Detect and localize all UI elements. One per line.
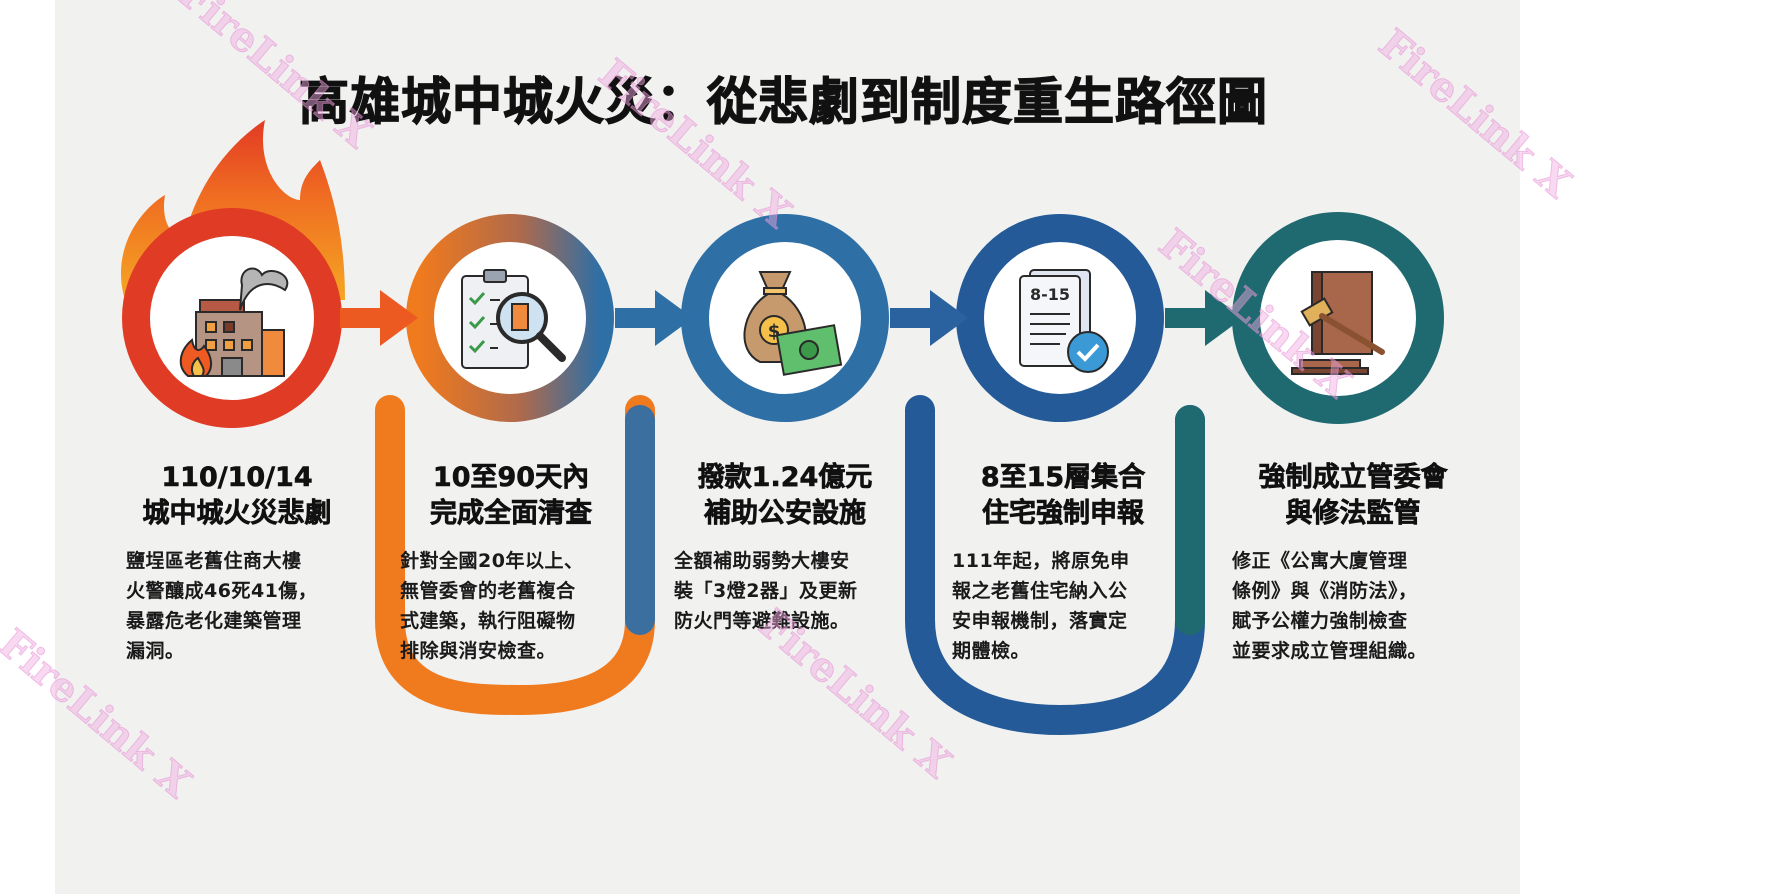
- money-bag-icon: $: [743, 271, 843, 376]
- step-3-body: 全額補助弱勢大樓安 裝「3燈2器」及更新 防火門等避難設施。: [674, 550, 858, 632]
- step-2-heading-line1: 10至90天內: [432, 462, 590, 494]
- step-4-heading-line1: 8至15層集合: [980, 462, 1146, 494]
- svg-text:8-15: 8-15: [1030, 285, 1070, 304]
- step-3: 撥款1.24億元 補助公安設施 全額補助弱勢大樓安 裝「3燈2器」及更新 防火門…: [660, 460, 910, 636]
- arrow-2-to-3: [615, 290, 693, 346]
- step-1: 110/10/14 城中城火災悲劇 鹽埕區老舊住商大樓 火警釀成46死41傷， …: [112, 460, 362, 666]
- arrow-1-to-2: [340, 290, 418, 346]
- step-2: 10至90天內 完成全面清查 針對全國20年以上、 無管委會的老舊複合 式建築，…: [386, 460, 636, 666]
- step-1-body: 鹽埕區老舊住商大樓 火警釀成46死41傷， 暴露危老化建築管理 漏洞。: [126, 550, 318, 662]
- step-2-heading-line2: 完成全面清查: [430, 498, 593, 530]
- gavel-law-book-icon: [1291, 271, 1385, 375]
- checklist-magnifier-icon: [461, 269, 566, 369]
- step-2-body: 針對全國20年以上、 無管委會的老舊複合 式建築，執行阻礙物 排除與消安檢查。: [400, 550, 584, 662]
- connector-loops: [375, 395, 1205, 736]
- step-5-heading-line2: 與修法監管: [1285, 498, 1421, 530]
- step-5-heading-line1: 強制成立管委會: [1258, 462, 1448, 494]
- infographic-card: [55, 0, 1520, 894]
- step-1-heading-line1: 110/10/14: [161, 462, 313, 494]
- document-check-icon: 8-15: [1019, 269, 1109, 373]
- step-3-heading-line2: 補助公安設施: [704, 498, 867, 530]
- step-1-heading-line2: 城中城火災悲劇: [142, 498, 332, 530]
- step-4-heading-line2: 住宅強制申報: [982, 498, 1145, 530]
- arrow-4-to-5: [1165, 290, 1243, 346]
- step-4-body: 111年起，將原免申 報之老舊住宅納入公 安申報機制，落實定 期體檢。: [952, 550, 1130, 662]
- step-3-heading-line1: 撥款1.24億元: [697, 462, 873, 494]
- arrow-3-to-4: [890, 290, 968, 346]
- step-5-body: 修正《公寓大廈管理 條例》與《消防法》， 賦予公權力強制檢查 並要求成立管理組織…: [1232, 550, 1428, 662]
- page-title: 高雄城中城火災：從悲劇到制度重生路徑圖: [298, 72, 1268, 131]
- burning-building-icon: [179, 267, 289, 377]
- step-5: 強制成立管委會 與修法監管 修正《公寓大廈管理 條例》與《消防法》， 賦予公權力…: [1218, 460, 1488, 666]
- step-4: 8至15層集合 住宅強制申報 111年起，將原免申 報之老舊住宅納入公 安申報機…: [938, 460, 1188, 666]
